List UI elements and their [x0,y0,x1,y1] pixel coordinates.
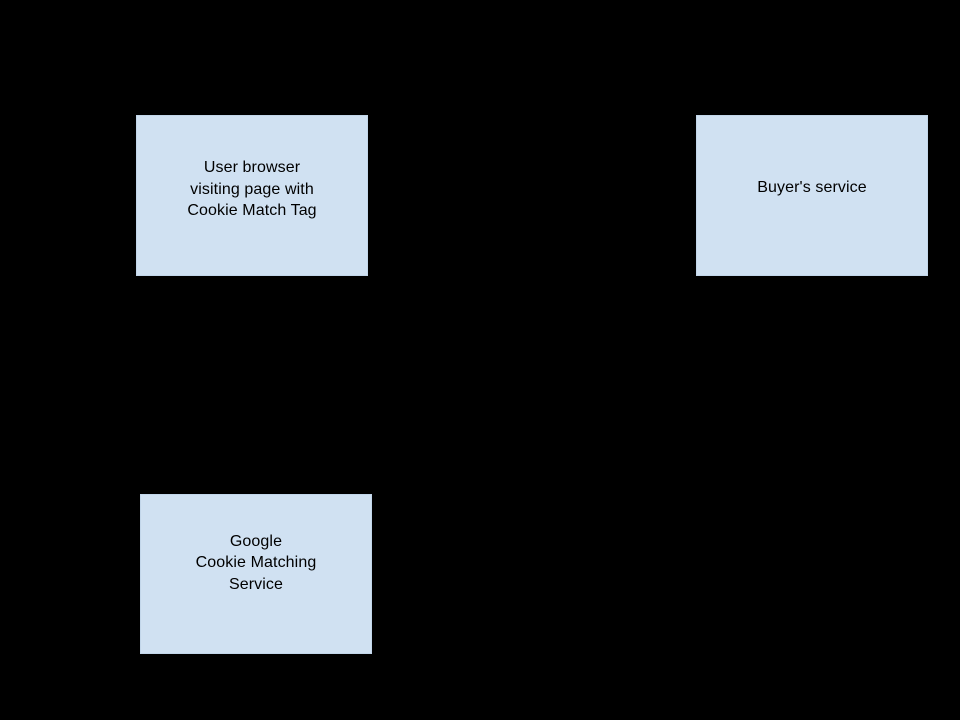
node-buyers-service-label: Buyer's service [757,178,867,196]
node-google-cookie-matching-service[interactable]: Google Cookie Matching Service [140,494,372,654]
connector-google-cookie-matching-service-to-buyers-service [371,275,814,575]
node-user-browser-label: User browser visiting page with Cookie M… [187,159,317,220]
node-user-browser[interactable]: User browser visiting page with Cookie M… [136,115,368,276]
connector-user-browser-to-google-cookie-matching-service [249,275,262,496]
node-buyers-service[interactable]: Buyer's service [696,115,928,276]
node-google-cookie-matching-service-label: Google Cookie Matching Service [195,532,317,593]
